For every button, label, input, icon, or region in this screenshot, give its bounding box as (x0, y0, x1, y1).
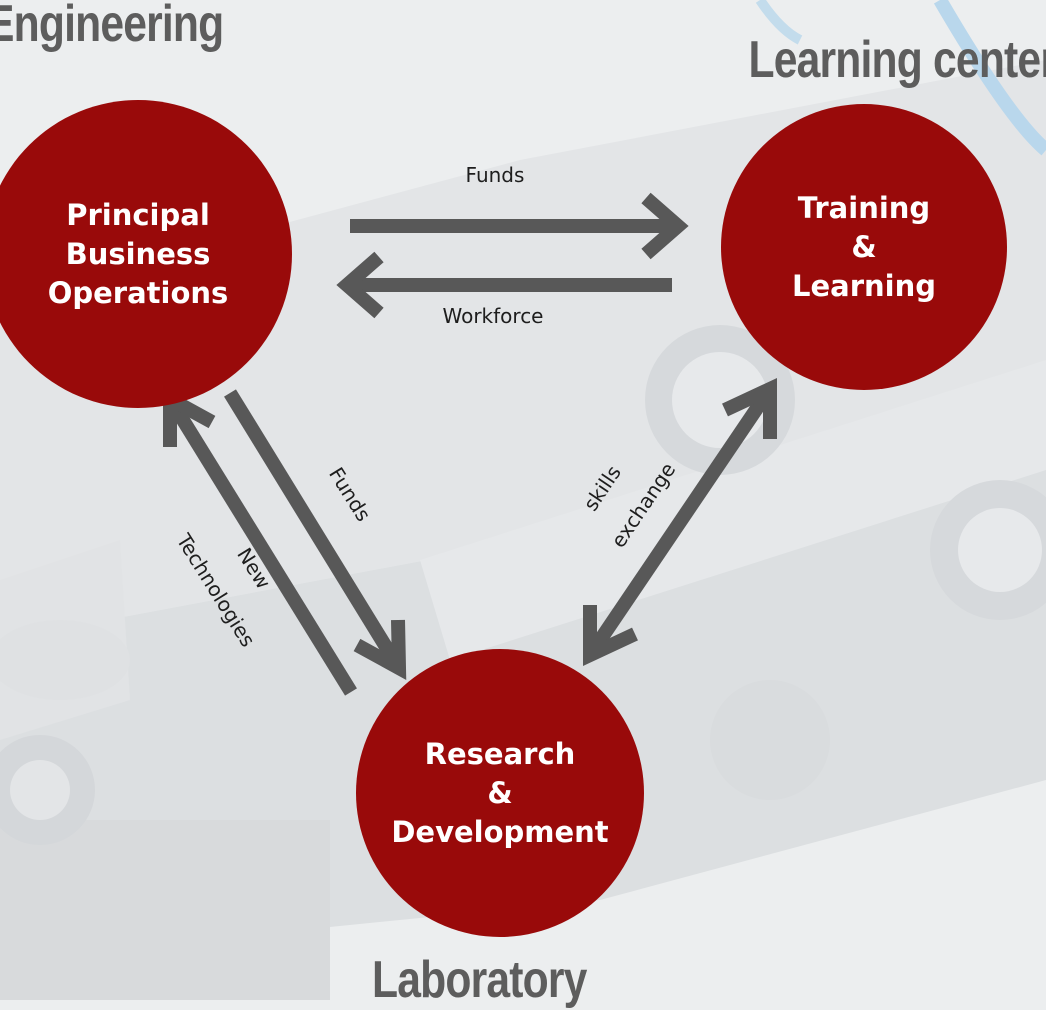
edge-label-workforce: Workforce (442, 304, 543, 328)
arrow-skills-exchange (583, 378, 777, 666)
node-label-training: Training & Learning (791, 190, 936, 303)
edge-label-funds-diagonal: Funds (324, 463, 376, 526)
engineering-label: Engineering (0, 0, 224, 53)
laboratory-label: Laboratory (372, 951, 587, 1009)
node-training-learning: Training & Learning (721, 104, 1007, 390)
node-label-principal: Principal Business Operations (47, 197, 229, 310)
node-label-research: Research & Development (391, 736, 609, 849)
learning-center-label: Learning center (748, 31, 1046, 89)
node-principal-business-operations: Principal Business Operations (0, 100, 292, 408)
edge-label-skills: skills (579, 461, 626, 515)
arrow-funds-to-training (350, 192, 689, 260)
edge-label-funds-top: Funds (466, 163, 525, 187)
node-research-development: Research & Development (356, 649, 644, 937)
arrow-funds-to-research (224, 389, 407, 680)
arrow-workforce-to-operations (336, 251, 672, 319)
